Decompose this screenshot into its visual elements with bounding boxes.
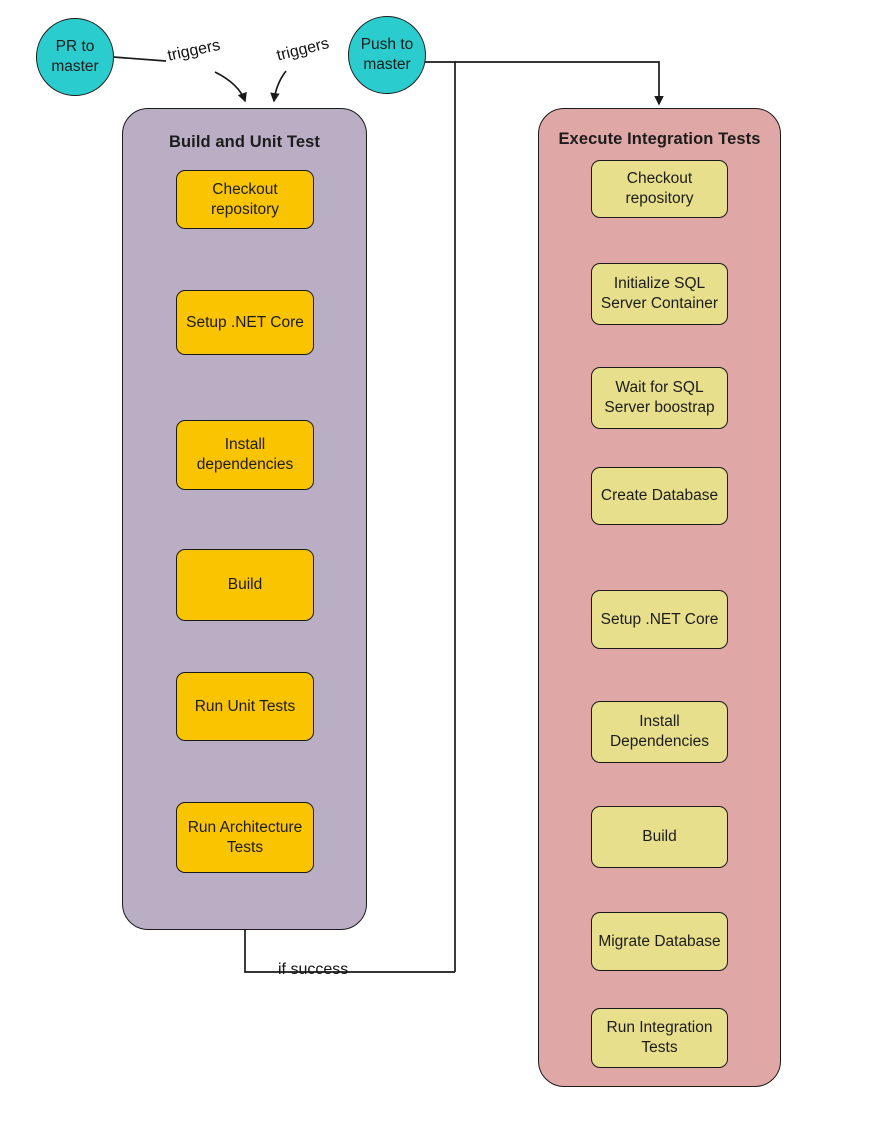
node-label-line1: Migrate Database xyxy=(598,932,721,950)
node-label-line1: Initialize SQL xyxy=(613,275,706,293)
node-setup-dotnet-core[interactable]: Setup .NET Core xyxy=(176,290,314,355)
node-label: Migrate Database xyxy=(598,932,720,952)
node-label-line2: Tests xyxy=(641,1039,678,1056)
node-label-line2: Dependencies xyxy=(609,733,710,750)
node-label: Wait for SQL Server boostrap xyxy=(604,378,714,418)
node-run-integration-tests[interactable]: Run Integration Tests xyxy=(591,1008,728,1068)
node-label-line1: Install xyxy=(224,436,266,454)
trigger-label-line1: PR to xyxy=(55,38,95,56)
group-build-and-unit-test: Build and Unit Test xyxy=(122,108,367,930)
node-wait-for-sql-server-boostrap[interactable]: Wait for SQL Server boostrap xyxy=(591,367,728,429)
edge-push-to-build xyxy=(270,70,287,103)
node-label: Create Database xyxy=(601,486,718,506)
node-label-line2: Server boostrap xyxy=(604,399,715,416)
node-label-line1: Run Architecture xyxy=(187,818,303,836)
trigger-label-pr-to-master: PR to master xyxy=(51,37,98,76)
node-label-line1: Checkout xyxy=(212,180,278,198)
group-title-execute-integration-tests: Execute Integration Tests xyxy=(558,130,761,148)
trigger-label-push-to-master: Push to master xyxy=(361,35,414,74)
edge-pr-to-build xyxy=(214,71,247,103)
node-label-line2: dependencies xyxy=(196,456,294,473)
node-migrate-database[interactable]: Migrate Database xyxy=(591,912,728,971)
node-build[interactable]: Build xyxy=(591,806,728,868)
node-label-line1: Build xyxy=(642,828,677,846)
node-initialize-sql-server-container[interactable]: Initialize SQL Server Container xyxy=(591,263,728,325)
edge-label-triggers-right: triggers xyxy=(275,35,331,65)
trigger-label-line2: master xyxy=(51,58,99,75)
trigger-label-line2: master xyxy=(363,56,411,73)
node-install-dependencies[interactable]: Install dependencies xyxy=(176,420,314,490)
node-label-line1: Setup .NET Core xyxy=(186,313,304,331)
node-label-line1: Build xyxy=(227,576,263,594)
node-label-line2: repository xyxy=(625,190,694,207)
node-label-line2: repository xyxy=(210,200,280,218)
node-checkout-repository[interactable]: Checkout repository xyxy=(591,160,728,218)
node-label-line1: Setup .NET Core xyxy=(600,610,719,628)
node-label-line2: Tests xyxy=(226,838,264,856)
node-label: Build xyxy=(642,827,676,847)
edge-label-triggers-left: triggers xyxy=(166,36,222,65)
node-label-line1: Create Database xyxy=(600,487,719,505)
edge-if-success xyxy=(244,930,455,973)
node-label-line1: Run Integration xyxy=(606,1019,713,1037)
node-label-line1: Run Unit Tests xyxy=(194,697,296,715)
node-label: Run Unit Tests xyxy=(195,697,296,717)
node-label-line1: Install xyxy=(639,713,680,731)
node-label: Run Architecture Tests xyxy=(188,818,303,858)
edge-push-to-integration xyxy=(424,61,456,972)
trigger-node-pr-to-master[interactable]: PR to master xyxy=(36,18,114,96)
edge-label-if-success: if success xyxy=(278,961,349,978)
node-build[interactable]: Build xyxy=(176,549,314,621)
node-run-unit-tests[interactable]: Run Unit Tests xyxy=(176,672,314,741)
node-label: Checkout repository xyxy=(625,169,693,209)
trigger-node-push-to-master[interactable]: Push to master xyxy=(348,16,426,94)
node-label: Install dependencies xyxy=(197,435,294,475)
node-label: Build xyxy=(228,575,262,595)
node-install-dependencies[interactable]: Install Dependencies xyxy=(591,701,728,763)
node-label: Checkout repository xyxy=(211,180,279,220)
node-label: Run Integration Tests xyxy=(607,1018,713,1058)
group-title-build-and-unit-test: Build and Unit Test xyxy=(168,133,320,151)
node-label-line1: Wait for SQL xyxy=(615,379,704,397)
node-label: Initialize SQL Server Container xyxy=(601,274,718,314)
edge-pr-to-label xyxy=(112,56,167,62)
node-create-database[interactable]: Create Database xyxy=(591,467,728,525)
node-label: Setup .NET Core xyxy=(186,313,304,333)
node-label: Install Dependencies xyxy=(610,712,709,752)
node-setup-dotnet-core[interactable]: Setup .NET Core xyxy=(591,590,728,649)
node-label-line2: Server Container xyxy=(600,295,719,312)
edge-integration-entry xyxy=(455,61,664,106)
node-run-architecture-tests[interactable]: Run Architecture Tests xyxy=(176,802,314,873)
node-checkout-repository[interactable]: Checkout repository xyxy=(176,170,314,229)
node-label-line1: Checkout xyxy=(626,170,693,188)
node-label: Setup .NET Core xyxy=(601,610,719,630)
trigger-label-line1: Push to xyxy=(360,36,414,54)
